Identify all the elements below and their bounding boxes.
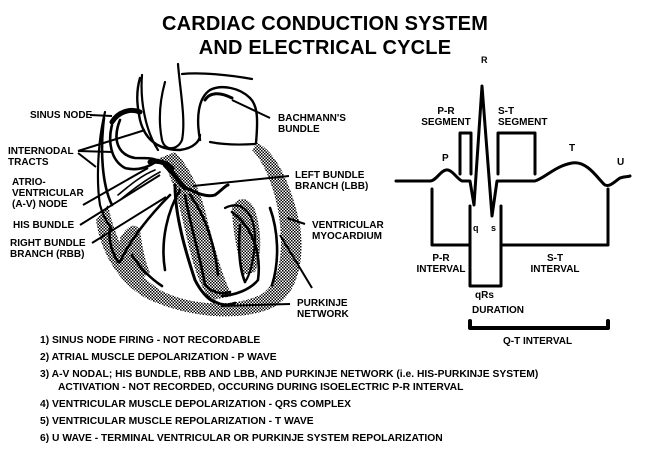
label-his-bundle: HIS BUNDLE	[13, 220, 75, 231]
label-pr-interval-1: P-R	[432, 253, 450, 264]
leader-lbb	[192, 175, 290, 187]
bachmanns-bundle	[203, 92, 234, 102]
label-bachmann-2: BUNDLE	[278, 124, 320, 135]
qt-interval-bracket	[468, 319, 610, 330]
label-av-2: VENTRICULAR	[12, 188, 84, 199]
note-3-line-1: 3) A-V NODAL; HIS BUNDLE, RBB AND LBB, A…	[40, 369, 539, 380]
label-s: s	[491, 223, 497, 233]
label-st-segment-1: S-T	[498, 106, 515, 117]
label-pr-segment-2: SEGMENT	[421, 117, 471, 128]
label-rbb-1: RIGHT BUNDLE	[10, 238, 86, 249]
label-q: q	[473, 223, 479, 233]
aorta-outline	[158, 62, 185, 150]
leader-internodal-1	[77, 129, 146, 152]
leader-rbb	[91, 196, 167, 244]
left-atrium-outline	[196, 86, 259, 145]
label-pr-segment-1: P-R	[437, 106, 455, 117]
ecg-trace	[394, 84, 632, 218]
st-segment-bracket	[496, 131, 537, 176]
label-lbb-1: LEFT BUNDLE	[295, 170, 365, 181]
leader-internodal-2	[77, 150, 114, 153]
label-r-wave: R	[481, 55, 488, 65]
title-line-2: AND ELECTRICAL CYCLE	[198, 37, 452, 59]
notes-list: 1) SINUS NODE FIRING - NOT RECORDABLE 2)…	[40, 334, 538, 449]
note-3: 3) A-V NODAL; HIS BUNDLE, RBB AND LBB, A…	[40, 368, 538, 398]
label-rbb-2: BRANCH (RBB)	[10, 249, 85, 260]
purkinje-fibers	[108, 188, 279, 306]
papillary-muscle-left	[223, 204, 257, 284]
st-interval-bracket	[499, 187, 610, 247]
right-atrium-outline	[136, 76, 202, 152]
label-qrs-1: qRs	[475, 290, 494, 301]
label-purkinje-1: PURKINJE	[297, 298, 348, 309]
label-bachmann-1: BACHMANN'S	[278, 113, 346, 124]
sinus-node	[109, 107, 143, 125]
title-line-1: CARDIAC CONDUCTION SYSTEM	[161, 13, 489, 35]
pr-segment-bracket	[458, 131, 473, 176]
label-t-wave: T	[569, 143, 576, 154]
label-av-1: ATRIO-	[12, 177, 46, 188]
heart-illustration	[96, 62, 302, 317]
left-bundle-branch	[178, 183, 230, 198]
label-qt-interval: Q-T INTERVAL	[503, 336, 573, 347]
label-st-interval-1: S-T	[546, 253, 564, 264]
note-2: 2) ATRIAL MUSCLE DEPOLARIZATION - P WAVE	[40, 352, 277, 363]
av-node-lines	[117, 169, 161, 201]
leader-av-node	[82, 167, 149, 206]
leader-his-bundle	[79, 174, 161, 226]
septum-shading	[160, 152, 232, 300]
note-5: 5) VENTRICULAR MUSCLE REPOLARIZATION - T…	[40, 416, 314, 427]
internodal-tract-posterior	[100, 116, 114, 207]
leader-purkinje-2	[279, 234, 313, 289]
right-bundle-branch	[173, 183, 217, 304]
qrs-duration-bracket	[468, 204, 503, 288]
note-4: 4) VENTRICULAR MUSCLE DEPOLARIZATION - Q…	[40, 399, 352, 410]
label-ventricular-1: VENTRICULAR	[312, 220, 384, 231]
leader-sinus-node	[89, 114, 113, 117]
label-st-interval-2: INTERVAL	[530, 264, 580, 275]
leader-bachmann	[231, 99, 271, 119]
ventricular-myocardium-shading	[96, 143, 302, 317]
leader-internodal-3	[77, 152, 97, 168]
note-6: 6) U WAVE - TERMINAL VENTRICULAR OR PURK…	[40, 433, 443, 444]
label-qrs-2: DURATION	[472, 305, 525, 316]
label-purkinje-2: NETWORK	[297, 309, 349, 320]
svc-outline	[140, 73, 160, 152]
label-st-segment-2: SEGMENT	[498, 117, 548, 128]
left-atrium-floor	[208, 140, 257, 146]
pulmonary-artery-outline	[180, 72, 254, 81]
leader-purkinje	[220, 303, 291, 307]
label-internodal-1: INTERNODAL	[8, 146, 74, 157]
label-lbb-2: BRANCH (LBB)	[295, 181, 369, 192]
pr-interval-bracket	[430, 187, 472, 247]
ecg-waveform	[394, 84, 632, 330]
label-ventricular-2: MYOCARDIUM	[312, 231, 382, 242]
note-3-line-2: ACTIVATION - NOT RECORDED, OCCURING DURI…	[58, 382, 464, 393]
internodal-tract-anterior	[108, 123, 160, 171]
label-u-wave: U	[617, 157, 625, 168]
label-pr-interval-2: INTERVAL	[416, 264, 466, 275]
note-1: 1) SINUS NODE FIRING - NOT RECORDABLE	[40, 335, 261, 346]
label-p-wave: P	[442, 153, 449, 164]
label-av-3: (A-V) NODE	[12, 199, 68, 210]
heart-leader-lines	[77, 99, 313, 307]
label-sinus-node: SINUS NODE	[30, 110, 93, 121]
label-internodal-2: TRACTS	[8, 157, 49, 168]
av-node	[147, 158, 175, 171]
leader-ventricular	[286, 217, 306, 225]
crista-line	[96, 110, 114, 232]
